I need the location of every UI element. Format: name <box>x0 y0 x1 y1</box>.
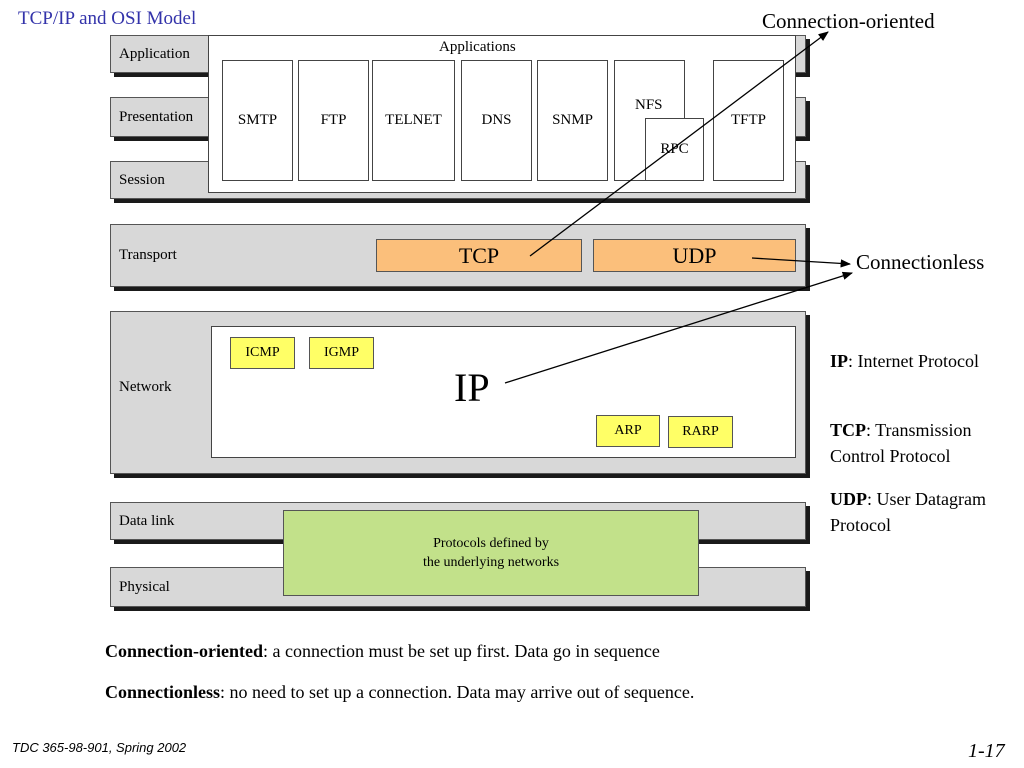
arrow-udp-connectionless <box>751 257 852 268</box>
legend-udp: UDP: User Datagram Protocol <box>830 486 1020 538</box>
layer-label-application: Application <box>119 46 190 62</box>
rarp-box: RARP <box>668 416 733 448</box>
definition-term: Connection-oriented <box>105 641 263 661</box>
arp-box: ARP <box>596 415 660 447</box>
definition-desc: : no need to set up a connection. Data m… <box>220 682 695 702</box>
underlying-line-2: the underlying networks <box>422 555 560 570</box>
layer-label-transport: Transport <box>119 247 177 263</box>
tcp-box: TCP <box>376 239 582 272</box>
layer-label-presentation: Presentation <box>119 109 194 125</box>
legend-desc: : Transmission Control Protocol <box>830 420 972 466</box>
underlying-networks-box: Protocols defined by the underlying netw… <box>283 510 699 596</box>
legend-desc: : User Datagram Protocol <box>830 489 986 535</box>
icmp-box: ICMP <box>230 337 295 369</box>
udp-box: UDP <box>593 239 796 272</box>
protocol-nfs-label: NFS <box>635 97 663 113</box>
arrow-tcp-connection-oriented <box>529 31 829 257</box>
definition-connection-oriented: Connection-oriented: a connection must b… <box>105 641 660 662</box>
protocol-smtp: SMTP <box>222 60 293 181</box>
protocol-dns: DNS <box>461 60 532 181</box>
legend-desc: : Internet Protocol <box>848 351 979 371</box>
legend-term: UDP <box>830 489 867 509</box>
layer-label-session: Session <box>119 172 165 188</box>
layer-label-physical: Physical <box>119 579 170 595</box>
definition-connectionless: Connectionless: no need to set up a conn… <box>105 682 694 703</box>
applications-heading: Applications <box>439 39 516 55</box>
protocol-ftp: FTP <box>298 60 369 181</box>
definition-desc: : a connection must be set up first. Dat… <box>262 641 660 661</box>
ip-label: IP <box>454 365 490 410</box>
igmp-box: IGMP <box>309 337 374 369</box>
arrow-ip-connectionless <box>504 271 853 384</box>
definition-term: Connectionless <box>105 682 221 702</box>
protocol-telnet: TELNET <box>372 60 455 181</box>
layer-label-data-link: Data link <box>119 513 175 529</box>
footer-course: TDC 365-98-901, Spring 2002 <box>12 740 187 755</box>
protocol-snmp: SNMP <box>537 60 608 181</box>
layer-label-network: Network <box>119 379 172 395</box>
footer-page-number: 1-17 <box>968 740 1005 762</box>
underlying-line-1: Protocols defined by <box>433 536 549 551</box>
legend-term: IP <box>830 351 848 371</box>
protocol-tftp: TFTP <box>713 60 784 181</box>
legend-term: TCP <box>830 420 866 440</box>
legend-ip: IP: Internet Protocol <box>830 348 1020 374</box>
callout-connection-oriented: Connection-oriented <box>762 9 935 33</box>
protocol-rpc: RPC <box>645 118 704 181</box>
slide-title: TCP/IP and OSI Model <box>18 8 197 29</box>
callout-connectionless: Connectionless <box>856 250 985 274</box>
legend-tcp: TCP: Transmission Control Protocol <box>830 417 1020 469</box>
